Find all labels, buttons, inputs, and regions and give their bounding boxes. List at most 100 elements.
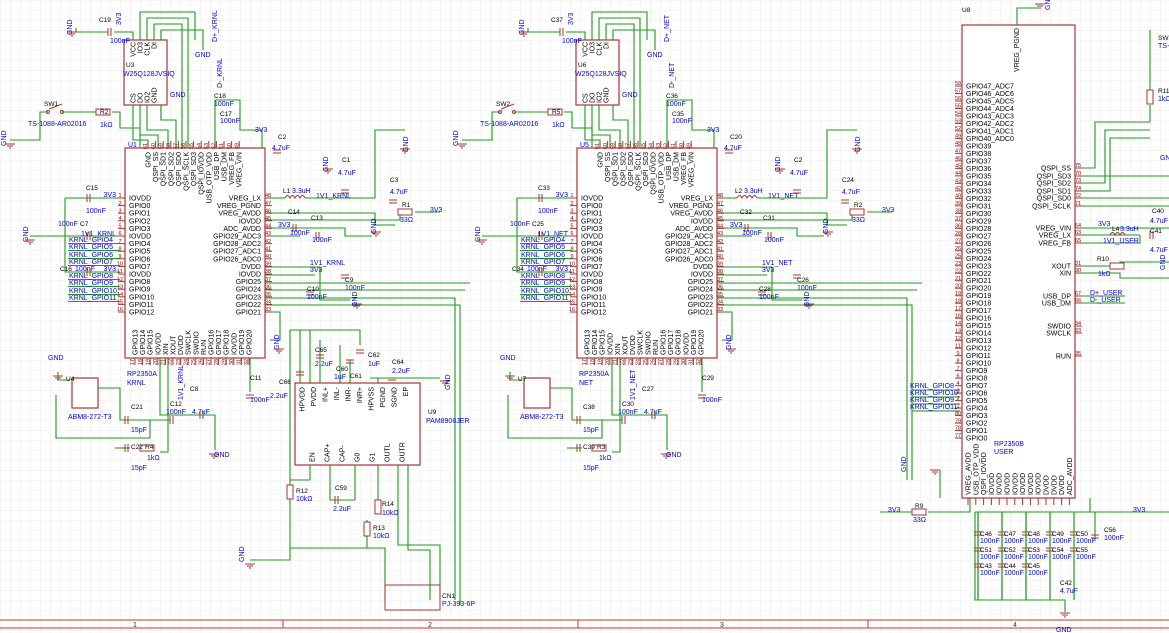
gnd-f2: GND bbox=[622, 92, 638, 99]
cn1r: CN1 bbox=[442, 593, 455, 600]
pin-label: RUN bbox=[653, 340, 660, 355]
pin-label: GPIO6 bbox=[966, 391, 988, 398]
cap-value: 100nF bbox=[1028, 554, 1048, 561]
pin-number: 79 bbox=[955, 418, 961, 424]
c14r: C14 bbox=[288, 209, 300, 216]
pin-number: 49 bbox=[955, 134, 961, 140]
pin-number: 74 bbox=[1075, 186, 1081, 192]
zone-number: 2 bbox=[428, 622, 432, 629]
pin-number: 30 bbox=[229, 359, 235, 365]
pin-label: INR- bbox=[346, 386, 353, 401]
pin-label: QSPI_SD0 bbox=[176, 152, 183, 186]
net-label: KRNL_GPIO9 bbox=[521, 280, 565, 287]
flash-ref: U6 bbox=[578, 62, 587, 69]
pin-label: GPIO24 bbox=[688, 287, 713, 294]
pin-number: 46 bbox=[717, 208, 723, 214]
pin-label: VREG_AVDD bbox=[218, 211, 261, 218]
pin-label: GPIO9 bbox=[129, 287, 151, 294]
pin-number: 29 bbox=[673, 359, 679, 365]
pin-number: 34 bbox=[717, 300, 723, 306]
r1v: 33Ω bbox=[400, 217, 413, 224]
chip-name: KRNL bbox=[127, 380, 146, 387]
pin-label: SWDIO bbox=[193, 331, 200, 355]
core: 1V1_USER bbox=[1103, 238, 1139, 245]
pin-number: 53 bbox=[204, 143, 210, 149]
pin-label: SWDIO bbox=[1047, 324, 1071, 331]
cap-ref: C55 bbox=[1076, 547, 1088, 554]
pin-number: 51 bbox=[671, 143, 677, 149]
pin-label: VCC bbox=[583, 42, 590, 57]
pin-label: GPIO5 bbox=[581, 249, 603, 256]
c66r: C66 bbox=[279, 379, 291, 386]
wire bbox=[516, 198, 572, 273]
pin-number: 24 bbox=[635, 359, 641, 365]
pin-number: 6 bbox=[956, 373, 959, 379]
gnd-b: GND bbox=[901, 456, 908, 472]
pin-number: 51 bbox=[219, 143, 225, 149]
u9r: U9 bbox=[428, 409, 437, 416]
core3: 1V1_NET bbox=[762, 260, 793, 267]
pin-label: GPIO18 bbox=[224, 330, 231, 355]
pin-label: QSPI_IOVDD bbox=[651, 152, 658, 195]
c62r: C62 bbox=[368, 352, 380, 359]
sw3v: TS- bbox=[1158, 43, 1169, 50]
name: USER bbox=[994, 449, 1013, 456]
pin-label: IOVDD bbox=[691, 218, 713, 225]
pin-label: IOVDD bbox=[607, 333, 614, 355]
pin-number: 54 bbox=[196, 143, 202, 149]
wire bbox=[112, 111, 141, 148]
sw-ref: SW1 bbox=[44, 101, 58, 108]
wire bbox=[290, 547, 386, 600]
pin-number: 37 bbox=[955, 216, 961, 222]
pin-label: GPIO3 bbox=[581, 226, 603, 233]
pin-number: 35 bbox=[717, 292, 723, 298]
c61r: C61 bbox=[350, 373, 362, 380]
xtal-part: ABM8-272-T3 bbox=[520, 414, 564, 421]
r10v: 1kΩ bbox=[1098, 271, 1111, 278]
xtal-part: ABM8-272-T3 bbox=[68, 414, 112, 421]
cap-value: 100nF bbox=[1004, 570, 1024, 577]
wire bbox=[1080, 272, 1169, 279]
c13r: C31 bbox=[763, 215, 775, 222]
pin-number: 67 bbox=[1075, 291, 1081, 297]
c3r: C24 bbox=[842, 177, 854, 184]
pin-number: 34 bbox=[265, 300, 271, 306]
net-label: KRNL_GPIO9 bbox=[910, 397, 954, 404]
pin-number: 63 bbox=[1075, 230, 1081, 236]
pin-number: 46 bbox=[955, 156, 961, 162]
pin-number: 25 bbox=[955, 253, 961, 259]
c16v: 100nF bbox=[75, 266, 95, 273]
pin-number: 57 bbox=[626, 143, 632, 149]
pin-number: 39 bbox=[717, 262, 723, 268]
pin-number: 1 bbox=[570, 193, 573, 199]
pin-label: GPIO26_ADC0 bbox=[213, 256, 261, 263]
c18r: C18 bbox=[214, 93, 226, 100]
core1: 1V1_NET bbox=[768, 193, 799, 200]
pin-label: G0 bbox=[355, 453, 362, 462]
pin-number: 8 bbox=[118, 246, 121, 252]
c62v: 1uF bbox=[368, 361, 380, 368]
c19r: C37 bbox=[551, 17, 563, 24]
pin-number: 36 bbox=[717, 284, 723, 290]
c2r: C20 bbox=[730, 134, 742, 141]
c40v: 4.7uF bbox=[1150, 218, 1168, 225]
cap-value: 100nF bbox=[1004, 538, 1024, 545]
gnd-sw: GND bbox=[1, 130, 8, 146]
pin-label: GPIO0 bbox=[966, 436, 988, 443]
pin-number: 4 bbox=[118, 216, 121, 222]
pin-number: 3 bbox=[118, 208, 121, 214]
pin-number: 33 bbox=[265, 307, 271, 313]
pin-label: GPIO38 bbox=[966, 151, 991, 158]
pin-label: GPIO42_ADC2 bbox=[966, 121, 1014, 128]
r14r: R14 bbox=[382, 501, 394, 508]
c11v: 100nF bbox=[250, 397, 270, 404]
pin-number: 42 bbox=[717, 239, 723, 245]
rp2350a-chip-body bbox=[576, 147, 718, 359]
pin-label: GPIO14 bbox=[140, 330, 147, 355]
wire bbox=[612, 105, 629, 148]
net-label: KRNL_GPIO6 bbox=[521, 252, 565, 259]
switch-icon bbox=[46, 110, 50, 114]
pin-label: GPIO27_ADC1 bbox=[665, 249, 713, 256]
